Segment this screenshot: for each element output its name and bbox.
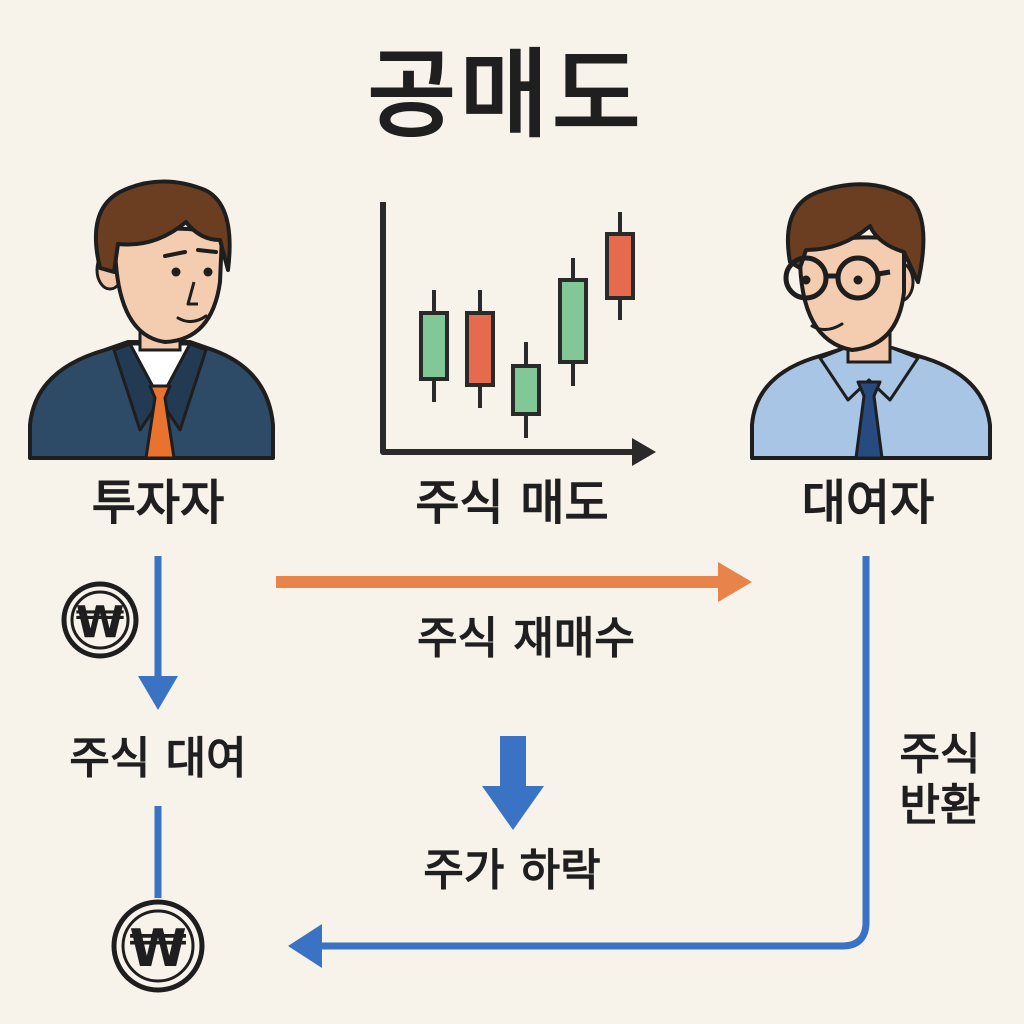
investor-icon (28, 179, 275, 460)
investor-label: 투자자 (91, 475, 225, 531)
won-coin-icon: ₩ (111, 899, 205, 993)
return-arrow (288, 556, 870, 968)
stock-sell-arrow (276, 562, 752, 602)
lender-label: 대여자 (801, 475, 935, 531)
diagram-title: 공매도 (367, 39, 645, 151)
svg-text:₩: ₩ (129, 919, 186, 979)
stock-rebuy-label: 주식 재매수 (417, 613, 635, 664)
lender-icon (750, 182, 992, 460)
stock-return-label: 주식 반환 (899, 729, 981, 831)
stock-sell-label: 주식 매도 (415, 475, 609, 531)
borrow-arrow (138, 556, 178, 710)
price-fall-arrow (482, 736, 544, 830)
candlestick-chart-icon (380, 202, 656, 466)
stock-borrow-label: 주식 대여 (69, 733, 247, 784)
price-fall-label: 주가 하락 (423, 845, 601, 896)
svg-text:₩: ₩ (76, 597, 125, 648)
won-coin-icon: ₩ (61, 581, 139, 659)
